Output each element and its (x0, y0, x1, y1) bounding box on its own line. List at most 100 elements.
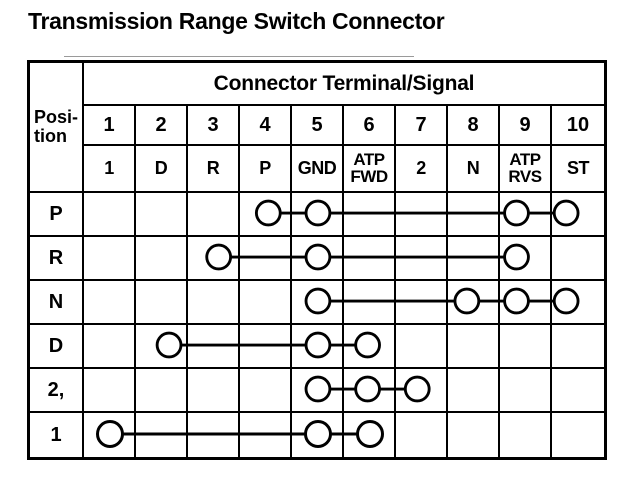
body-cell (292, 193, 344, 235)
body-cell (292, 325, 344, 367)
position-row: R (30, 237, 604, 281)
body-cell (396, 325, 448, 367)
terminal-number-cell: 1 (84, 106, 136, 144)
position-row: P (30, 193, 604, 237)
signal-name-cell: 2 (396, 146, 448, 191)
body-cell (240, 193, 292, 235)
body-cell (396, 413, 448, 457)
body-cell (240, 325, 292, 367)
body-cell (240, 413, 292, 457)
body-cell (396, 281, 448, 323)
position-row: N (30, 281, 604, 325)
signal-name-cell: ST (566, 157, 590, 178)
body-cell (136, 369, 188, 411)
body-cell (552, 369, 604, 411)
position-cell: N (30, 281, 84, 323)
body-cell (344, 281, 396, 323)
body-cell (500, 413, 552, 457)
body-cell (344, 413, 396, 457)
body-cell (84, 325, 136, 367)
row-cells (84, 369, 604, 411)
position-cell: D (30, 325, 84, 367)
body-cell (552, 281, 604, 323)
terminal-number-cell: 4 (240, 106, 292, 144)
body-cell (448, 413, 500, 457)
body-cell (84, 237, 136, 279)
row-cells (84, 325, 604, 367)
terminal-number-cell: 6 (344, 106, 396, 144)
body-cell (552, 413, 604, 457)
body-cell (396, 369, 448, 411)
body-cell (500, 325, 552, 367)
body-cell (240, 237, 292, 279)
signal-name-cell: P (240, 146, 292, 191)
scan-artifact-line (64, 56, 414, 57)
position-row: D (30, 325, 604, 369)
body-cell (292, 237, 344, 279)
position-cell: 1 (30, 413, 84, 457)
signal-name-cell: ATP FWD (344, 146, 396, 191)
body-cell (396, 193, 448, 235)
terminal-number-cell: 10 (566, 113, 590, 136)
body-cell (188, 369, 240, 411)
terminal-number-cell: 2 (136, 106, 188, 144)
body-cell (396, 237, 448, 279)
body-cell (448, 193, 500, 235)
body-cell (188, 237, 240, 279)
body-cell (84, 193, 136, 235)
body-cell (188, 413, 240, 457)
row-cells (84, 193, 604, 235)
body-cell (448, 369, 500, 411)
signal-name-cell: N (448, 146, 500, 191)
body-cell (292, 281, 344, 323)
body-cell (188, 325, 240, 367)
body-cell (500, 193, 552, 235)
position-cell: 2, (30, 369, 84, 411)
body-cell (136, 325, 188, 367)
body-cell (448, 325, 500, 367)
body-cell (552, 325, 604, 367)
body-cell (344, 193, 396, 235)
row-cells (84, 237, 604, 279)
body-cell (84, 281, 136, 323)
body-cell (84, 413, 136, 457)
position-cell: P (30, 193, 84, 235)
body-cell (136, 281, 188, 323)
body-cell (188, 193, 240, 235)
position-cell: R (30, 237, 84, 279)
position-row: 2, (30, 369, 604, 413)
body-cell (552, 193, 604, 235)
signal-name-cell: ATP RVS (500, 146, 552, 191)
body-cell (500, 237, 552, 279)
page-title: Transmission Range Switch Connector (28, 8, 445, 34)
body-cell (188, 281, 240, 323)
terminal-number-cell: 9 (500, 106, 552, 144)
terminal-number-cell: 7 (396, 106, 448, 144)
terminal-number-cell: 3 (188, 106, 240, 144)
body-cell (344, 369, 396, 411)
span-header: Connector Terminal/Signal (84, 63, 604, 106)
body-cell (500, 369, 552, 411)
body-cell (448, 281, 500, 323)
body-cell (84, 369, 136, 411)
terminal-number-cell: 8 (448, 106, 500, 144)
position-row: 1 (30, 413, 604, 457)
body-cell (240, 281, 292, 323)
body-cell (344, 325, 396, 367)
body-cell (552, 237, 604, 279)
body-cell (136, 193, 188, 235)
signal-name-cell: GND (292, 146, 344, 191)
body-cell (136, 413, 188, 457)
position-corner-header: Posi- tion (30, 63, 84, 193)
body-cell (344, 237, 396, 279)
signal-name-cell: D (136, 146, 188, 191)
body-cell (136, 237, 188, 279)
body-cell (292, 369, 344, 411)
